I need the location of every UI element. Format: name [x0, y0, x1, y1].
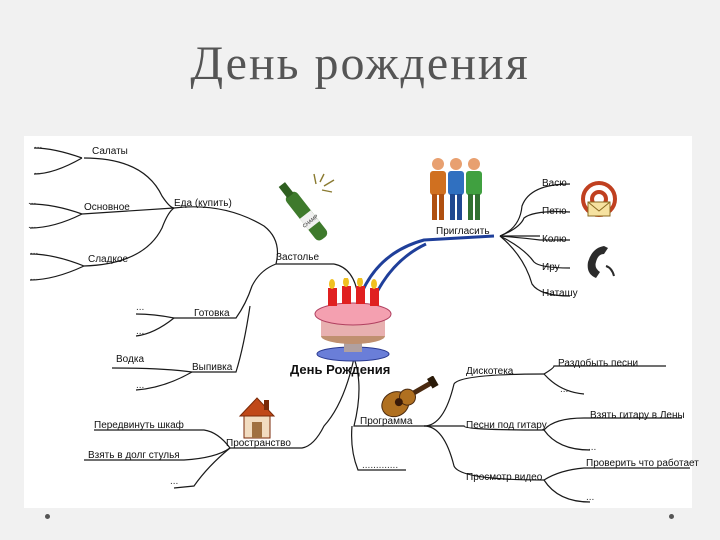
people-icon: [430, 158, 482, 220]
champagne-icon: CHAMP: [278, 173, 335, 241]
ellipsis-node: ...: [560, 384, 569, 395]
node-shkaf: Передвинуть шкаф: [94, 420, 184, 431]
slide-title: День рождения: [190, 37, 530, 90]
ellipsis-node: ...: [34, 140, 43, 151]
guitar-icon: [381, 376, 439, 418]
node-vzyat-gitaru: Взять гитару в Лены: [590, 410, 685, 421]
ellipsis-node: ...: [170, 476, 179, 487]
ellipsis-node: ...: [136, 326, 145, 337]
ellipsis-node: ...: [30, 246, 39, 257]
node-prostranstvo: Пространство: [226, 438, 291, 449]
slide-corner-dot: [45, 514, 50, 519]
guest-node: Колю: [542, 234, 567, 245]
ellipsis-node: ...: [586, 492, 595, 503]
node-priglasit: Пригласить: [436, 226, 490, 237]
email-icon: [581, 181, 617, 217]
node-salaty: Салаты: [92, 146, 128, 157]
node-osnovnoe: Основное: [84, 202, 130, 213]
node-stulya: Взять в долг стулья: [88, 450, 180, 461]
guest-node: Наташу: [542, 288, 578, 299]
node-diskoteka: Дискотека: [466, 366, 514, 377]
cake-icon: [314, 278, 392, 362]
central-node: День Рождения: [290, 362, 391, 377]
node-vypivka: Выпивка: [192, 362, 233, 373]
phone-icon: [587, 246, 615, 278]
slide-corner-dot: [669, 514, 674, 519]
guest-node: Иру: [542, 262, 560, 273]
node-programma: Программа: [360, 416, 413, 427]
guest-node: Петю: [542, 206, 567, 217]
ellipsis-node: .............: [362, 460, 399, 471]
node-pesni: Песни под гитару: [466, 420, 547, 431]
mind-map-connectors: [29, 147, 690, 503]
ellipsis-node: ...: [28, 196, 37, 207]
node-gotovka: Готовка: [194, 308, 230, 319]
node-sladkoe: Сладкое: [88, 254, 129, 265]
ellipsis-node: ...: [588, 442, 597, 453]
guest-node: Васю: [542, 178, 567, 189]
node-prosmotr: Просмотр видео: [466, 472, 543, 483]
node-proverit: Проверить что работает: [586, 458, 699, 469]
ellipsis-node: ...: [34, 166, 43, 177]
node-razdobyt: Раздобыть песни: [558, 358, 639, 369]
house-icon: [238, 397, 276, 439]
ellipsis-node: ...: [136, 302, 145, 313]
ellipsis-node: ...: [28, 220, 37, 231]
ellipsis-node: ...: [30, 272, 39, 283]
node-vodka: Водка: [116, 354, 145, 365]
mind-map-panel: CHAMP ...: [24, 136, 699, 508]
ellipsis-node: ...: [136, 380, 145, 391]
node-eda: Еда (купить): [174, 198, 232, 209]
node-zastolye: Застолье: [276, 252, 320, 263]
